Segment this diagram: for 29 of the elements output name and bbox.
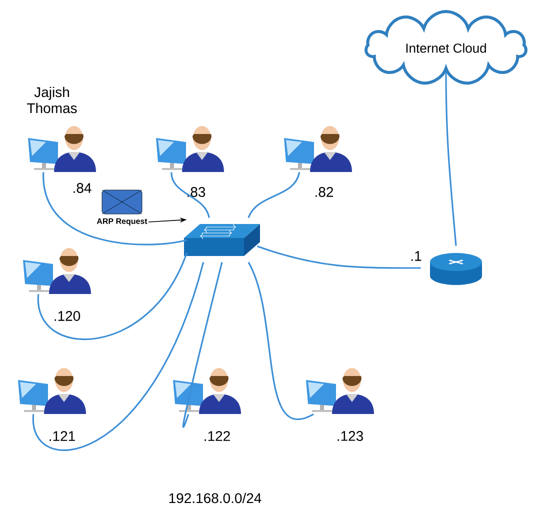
user-computer-drawing xyxy=(28,126,96,172)
cable xyxy=(248,262,314,420)
ip-address: .121 xyxy=(50,431,75,441)
cable xyxy=(248,172,300,218)
cable xyxy=(170,172,210,218)
node-label: ARP Request xyxy=(96,218,148,226)
person-name: Jajish Thomas xyxy=(27,86,77,114)
network-switch-drawing xyxy=(184,224,260,256)
cable xyxy=(32,262,204,451)
ip-address: .123 xyxy=(338,431,363,441)
network-address: 192.168.0.0/24 xyxy=(169,492,262,504)
ip-address: .122 xyxy=(204,431,230,441)
ip-address: .84 xyxy=(74,183,92,193)
user-computer-drawing xyxy=(23,248,91,294)
cable xyxy=(38,252,188,340)
ip-address: .83 xyxy=(188,187,206,197)
user-computer-drawing xyxy=(284,126,352,172)
cable xyxy=(256,245,421,269)
user-computer-drawing xyxy=(18,368,86,414)
user-computer-drawing xyxy=(173,368,241,414)
ip-address: .120 xyxy=(54,311,80,321)
ip-address: .82 xyxy=(316,187,334,197)
user-computer-drawing xyxy=(306,368,374,414)
user-computer-drawing xyxy=(156,126,224,172)
ip-address: .1 xyxy=(411,251,422,261)
cable xyxy=(182,262,223,428)
router-drawing xyxy=(430,253,482,285)
envelope-drawing: ARP Request xyxy=(96,190,148,226)
cable xyxy=(42,172,187,246)
